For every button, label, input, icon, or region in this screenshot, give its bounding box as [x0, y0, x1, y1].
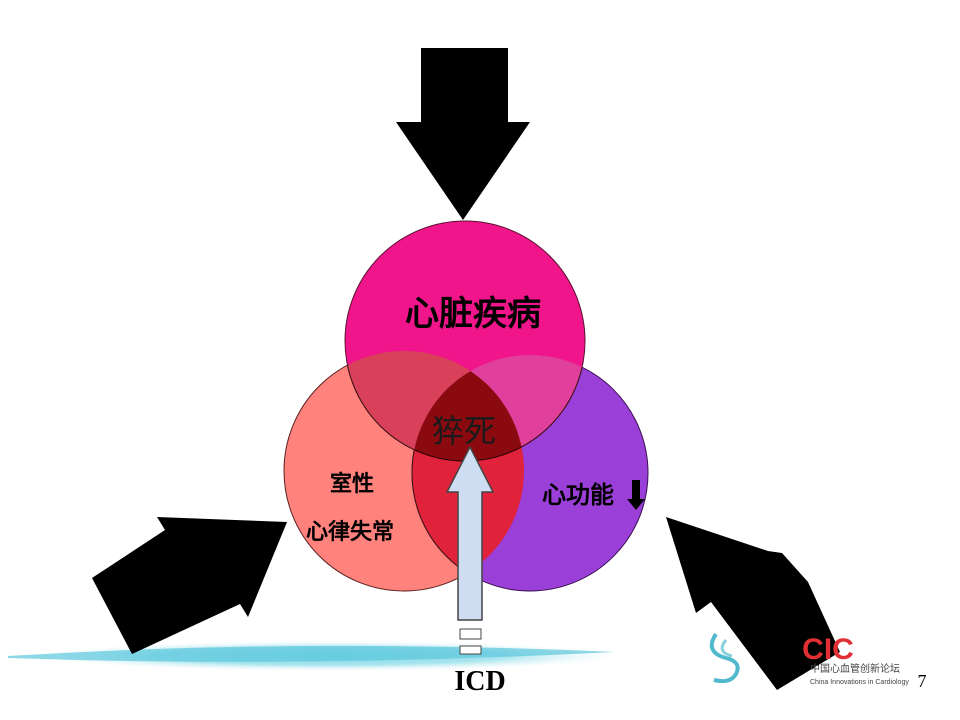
label-sudden-death: 猝死	[432, 412, 496, 450]
icd-arrow-tail-segment	[459, 645, 482, 655]
arrow-up-left-icon	[666, 517, 840, 690]
label-heart-disease: 心脏疾病	[405, 294, 541, 334]
logo-chinese-name: 中国心血管创新论坛	[810, 662, 900, 675]
label-cardiac-function: 心功能	[542, 480, 614, 509]
label-icd: ICD	[454, 666, 505, 697]
logo-swirl-icon	[709, 632, 740, 684]
arrow-up-icon	[445, 445, 495, 621]
arrow-up-right-icon	[92, 517, 287, 654]
arrow-down-icon	[627, 480, 645, 510]
label-ventricular-line1: 室性	[330, 471, 374, 497]
page-number: 7	[918, 671, 927, 691]
logo-swirl-icon	[720, 639, 733, 658]
label-ventricular-line2: 心律失常	[306, 519, 394, 545]
icd-arrow-tail-segment	[459, 628, 482, 640]
logo-letters: CIC	[802, 633, 854, 666]
cic-logo: CIC 中国心血管创新论坛 China Innovations in Cardi…	[709, 632, 909, 686]
arrow-down-icon	[396, 48, 530, 220]
logo-english-name: China Innovations in Cardiology	[810, 679, 909, 686]
icd-arrow	[445, 445, 495, 655]
